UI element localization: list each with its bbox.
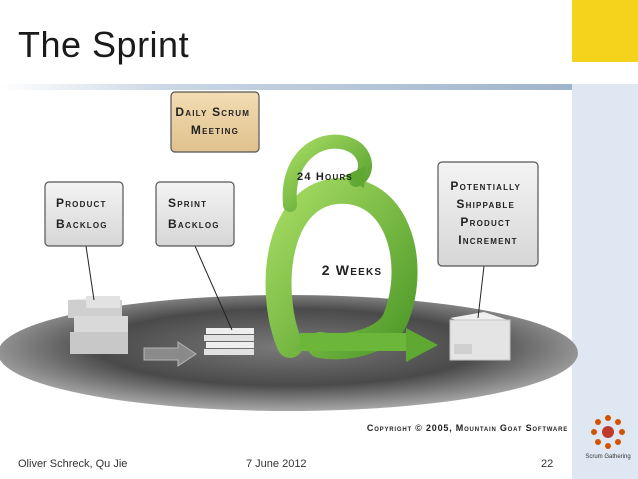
two-weeks-arrow xyxy=(265,177,438,362)
transfer-arrow xyxy=(143,341,197,367)
title-divider xyxy=(0,84,572,90)
scrum-gathering-logo: Scrum Gathering xyxy=(585,415,631,460)
daily-scrum-label: Daily Scrum Meeting xyxy=(175,105,254,137)
increment-label-box xyxy=(437,161,539,267)
increment-pointer xyxy=(477,265,485,319)
product-backlog-label: Product Backlog xyxy=(56,196,111,231)
slide-title: The Sprint xyxy=(18,24,190,65)
sprint-backlog-pointer xyxy=(194,245,233,331)
increment-box xyxy=(449,312,511,361)
product-backlog-pointer xyxy=(85,245,95,301)
product-backlog-box xyxy=(44,181,124,247)
daily-scrum-box xyxy=(170,91,260,153)
footer-page-number: 22 xyxy=(541,458,554,470)
sprint-backlog-stack xyxy=(204,328,254,355)
footer-authors: Oliver Schreck, Qu Jie xyxy=(18,458,128,470)
accent-side-panel xyxy=(572,84,638,479)
footer-date: 7 June 2012 xyxy=(246,458,307,470)
increment-label: Potentially Shippable Product Increment xyxy=(450,179,525,247)
sprint-backlog-box xyxy=(155,181,235,247)
product-backlog-stack xyxy=(68,296,128,354)
twenty-four-hours-label: 24 Hours xyxy=(297,171,353,183)
twenty-four-hours-arrow xyxy=(282,134,372,212)
accent-block-top xyxy=(572,0,638,62)
two-weeks-label: 2 Weeks xyxy=(322,262,383,278)
sprint-backlog-label: Sprint Backlog xyxy=(168,196,220,231)
copyright-text: Copyright © 2005, Mountain Goat Software xyxy=(367,423,568,433)
logo-caption: Scrum Gathering xyxy=(585,454,630,460)
